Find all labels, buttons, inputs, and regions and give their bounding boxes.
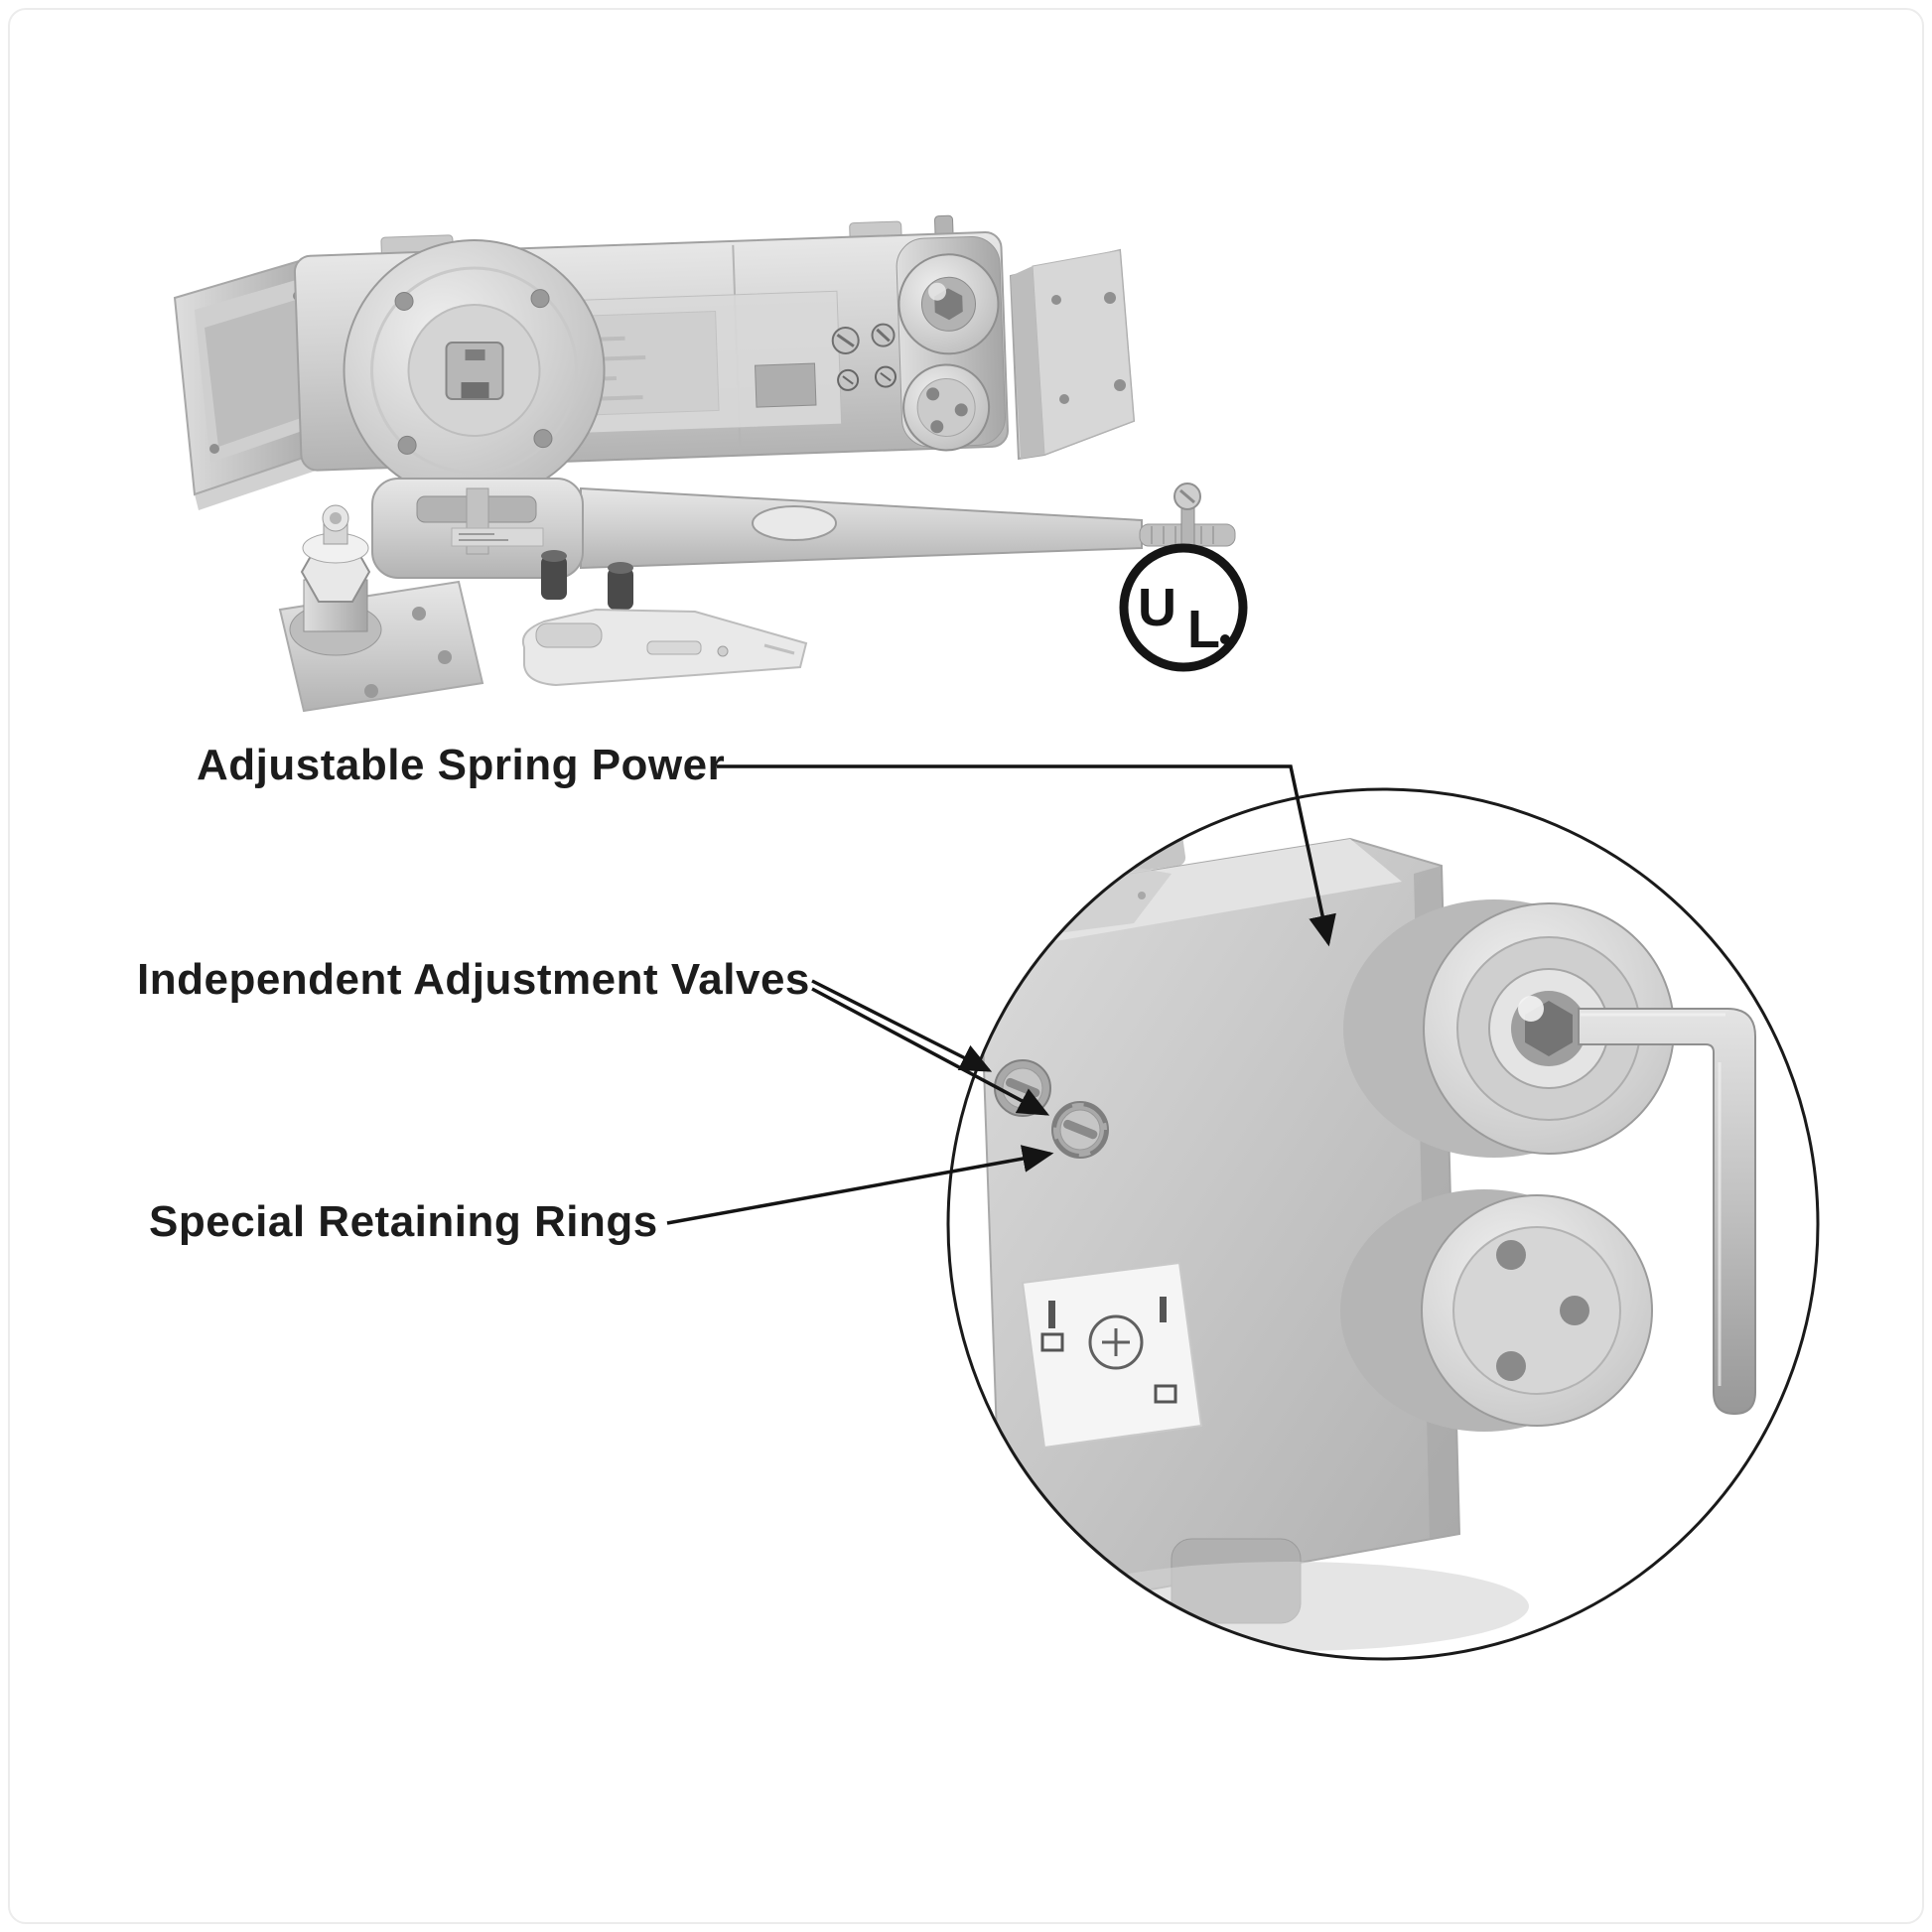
ul-letter-l: L	[1187, 600, 1220, 659]
part-corner-bracket	[1009, 248, 1136, 461]
ul-logo: U L	[1119, 543, 1248, 672]
valve-markings	[831, 323, 897, 391]
cam-plate	[343, 239, 606, 502]
hex-key	[1578, 1008, 1756, 1416]
part-slide-arm	[522, 608, 808, 687]
leader-valve-2	[811, 987, 1050, 1116]
leader-lines	[666, 764, 1336, 1225]
arm-stop-screws	[541, 550, 633, 610]
spindle-square	[445, 342, 504, 401]
part-main-arm	[371, 478, 1236, 612]
inset-instruction-sticker	[1021, 1261, 1203, 1449]
label-special-retaining-rings: Special Retaining Rings	[149, 1197, 658, 1246]
leader-spring-power	[717, 764, 1336, 947]
inset-spring-adjuster	[1343, 899, 1675, 1158]
leader-retaining-rings	[666, 1145, 1054, 1225]
label-independent-adjustment-valves: Independent Adjustment Valves	[137, 955, 810, 1004]
part-cover-plate	[173, 254, 334, 510]
ul-letter-u: U	[1138, 578, 1176, 637]
leader-valve-1	[811, 979, 993, 1072]
inset-adjustment-valves	[994, 1059, 1109, 1159]
inset-lower-cylinder	[1340, 1189, 1653, 1432]
inset-outline	[946, 787, 1820, 1661]
ul-registered-dot	[1220, 634, 1230, 644]
part-closer-body	[293, 214, 1009, 502]
part-pivot-base	[278, 504, 484, 713]
detail-inset	[946, 787, 1820, 1661]
label-adjustable-spring-power: Adjustable Spring Power	[197, 741, 726, 789]
